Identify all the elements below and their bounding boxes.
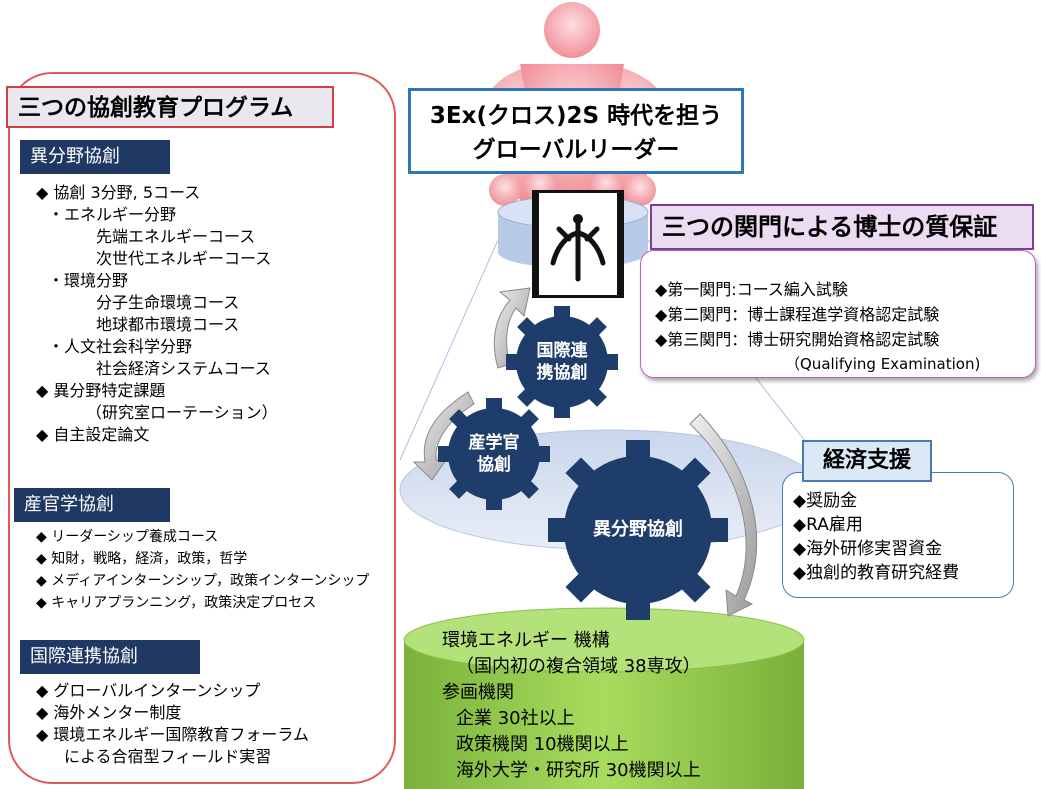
list-item: 次世代エネルギーコース — [96, 249, 272, 268]
list-item: 社会経済システムコース — [96, 359, 271, 378]
organization-line: 参画機関 — [442, 682, 514, 703]
section-header-intl: 国際連携協創 — [20, 640, 200, 674]
list-item: による合宿型フィールド実習 — [64, 747, 272, 766]
list-item: ・環境分野 — [48, 271, 129, 290]
gear-industry — [438, 398, 550, 510]
list-item: ◆ 異分野特定課題 — [36, 381, 166, 400]
economic-item: ◆奨励金 — [793, 491, 858, 511]
list-item: ◆ 協創 3分野, 5コース — [36, 183, 201, 202]
quality-box: ◆第一関門:コース編入試験 ◆第二関門：博士課程進学資格認定試験 ◆第三関門：博… — [640, 250, 1036, 378]
gear-label-intl: 国際連 携協創 — [536, 341, 588, 383]
list-item: ◆ メディアインターンシップ，政策インターンシップ — [36, 573, 370, 589]
section3-list: ◆ グローバルインターンシップ ◆ 海外メンター制度 ◆ 環境エネルギー国際教育… — [36, 680, 309, 768]
gear-label-cross: 異分野協創 — [593, 519, 683, 540]
list-item: ◆ 自主設定論文 — [36, 425, 150, 444]
program-title: 三つの協創教育プログラム — [6, 86, 334, 128]
list-item: ◆ キャリアプランニング，政策決定プロセス — [36, 595, 317, 611]
list-item: 分子生命環境コース — [96, 293, 240, 312]
list-item: 先端エネルギーコース — [96, 227, 256, 246]
gear-label-industry: 産学官 協創 — [468, 433, 520, 475]
section1-list: ◆ 協創 3分野, 5コース ・エネルギー分野 先端エネルギーコース 次世代エネ… — [36, 182, 278, 446]
list-item: ◆ 海外メンター制度 — [36, 703, 182, 722]
economic-item: ◆RA雇用 — [793, 515, 863, 535]
organization-line: （国内初の複合領域 38専攻） — [456, 656, 701, 677]
quality-item: ◆第二関門：博士課程進学資格認定試験 — [655, 305, 940, 324]
organization-line: 企業 30社以上 — [456, 708, 575, 729]
organization-line: 環境エネルギー 機構 — [442, 630, 610, 651]
quality-item: （Qualifying Examination) — [785, 355, 981, 373]
economic-item: ◆独創的教育研究経費 — [793, 563, 960, 583]
economic-title: 経済支援 — [802, 440, 932, 482]
list-item: ◆ 環境エネルギー国際教育フォーラム — [36, 725, 309, 744]
organization-line: 政策機関 10機関以上 — [456, 734, 629, 755]
economic-box: ◆奨励金 ◆RA雇用 ◆海外研修実習資金 ◆独創的教育研究経費 — [782, 472, 1014, 598]
list-item: 地球都市環境コース — [96, 315, 240, 334]
quality-title: 三つの関門による博士の質保証 — [650, 204, 1034, 250]
swallow-emblem-icon — [532, 190, 624, 298]
list-item: ◆ 知財，戦略，経済，政策，哲学 — [36, 551, 248, 567]
organization-cylinder — [403, 607, 805, 789]
list-item: （研究室ローテーション） — [86, 403, 278, 422]
leader-line-1: 3Ex(クロス)2S 時代を担う — [429, 103, 723, 129]
list-item: ◆ グローバルインターンシップ — [36, 681, 261, 700]
list-item: ◆ リーダーシップ養成コース — [36, 529, 219, 545]
section-header-cross: 異分野協創 — [20, 140, 170, 174]
organization-line: 海外大学・研究所 30機関以上 — [456, 760, 701, 781]
section-header-industry: 産官学協創 — [14, 488, 170, 522]
leader-line-2: グローバルリーダー — [472, 137, 680, 163]
quality-item: ◆第一関門:コース編入試験 — [655, 280, 848, 299]
section2-list: ◆ リーダーシップ養成コース ◆ 知財，戦略，経済，政策，哲学 ◆ メディアイン… — [36, 526, 369, 614]
economic-item: ◆海外研修実習資金 — [793, 539, 943, 559]
list-item: ・エネルギー分野 — [48, 205, 177, 224]
list-item: ・人文社会科学分野 — [48, 337, 193, 356]
quality-item: ◆第三関門：博士研究開始資格認定試験 — [655, 330, 940, 349]
organization-text: 環境エネルギー 機構 （国内初の複合領域 38専攻） 参画機関 企業 30社以上… — [442, 628, 701, 784]
leader-callout: 3Ex(クロス)2S 時代を担う グローバルリーダー — [408, 88, 744, 174]
gear-intl — [506, 306, 618, 418]
